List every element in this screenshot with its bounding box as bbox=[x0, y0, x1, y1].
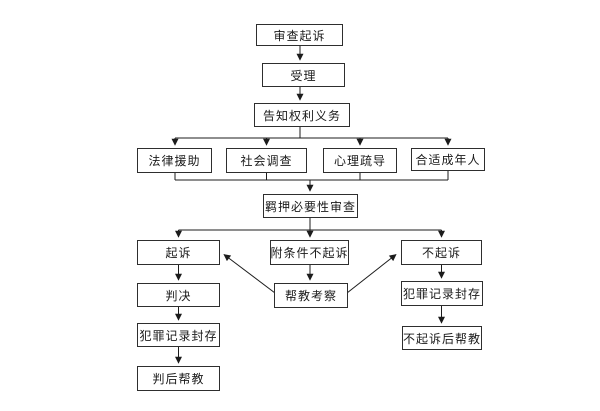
node-social-investigation: 社会调查 bbox=[226, 148, 307, 173]
edge-converge-rail bbox=[174, 171, 449, 181]
node-acceptance: 受理 bbox=[262, 63, 345, 87]
node-appropriate-adult: 合适成年人 bbox=[411, 148, 485, 171]
node-post-judgment-education: 判后帮教 bbox=[137, 366, 220, 391]
node-record-sealing-after-non-prosecution: 犯罪记录封存 bbox=[401, 281, 483, 306]
node-inform-rights: 告知权利义务 bbox=[254, 103, 350, 127]
node-legal-aid: 法律援助 bbox=[137, 148, 212, 173]
node-prosecute: 起诉 bbox=[137, 240, 220, 265]
edge-inspection-to-nonpros bbox=[346, 254, 397, 294]
node-judgment: 判决 bbox=[137, 283, 220, 307]
edge-inspection-to-prosecute bbox=[223, 254, 276, 294]
node-review-prosecution: 审查起诉 bbox=[256, 24, 343, 46]
node-education-inspection: 帮教考察 bbox=[274, 283, 348, 308]
node-record-sealing-after-judgment: 犯罪记录封存 bbox=[137, 323, 220, 347]
edge-custody-branch-rail bbox=[178, 218, 442, 231]
node-custody-necessity-review: 羁押必要性审查 bbox=[263, 194, 358, 218]
node-non-prosecution: 不起诉 bbox=[401, 240, 482, 265]
node-psychological-counseling: 心理疏导 bbox=[323, 148, 397, 173]
edge-inform-branch-rail bbox=[175, 127, 448, 139]
node-post-non-prosecution-education: 不起诉后帮教 bbox=[402, 326, 482, 350]
node-conditional-non-prosecution: 附条件不起诉 bbox=[270, 240, 349, 265]
